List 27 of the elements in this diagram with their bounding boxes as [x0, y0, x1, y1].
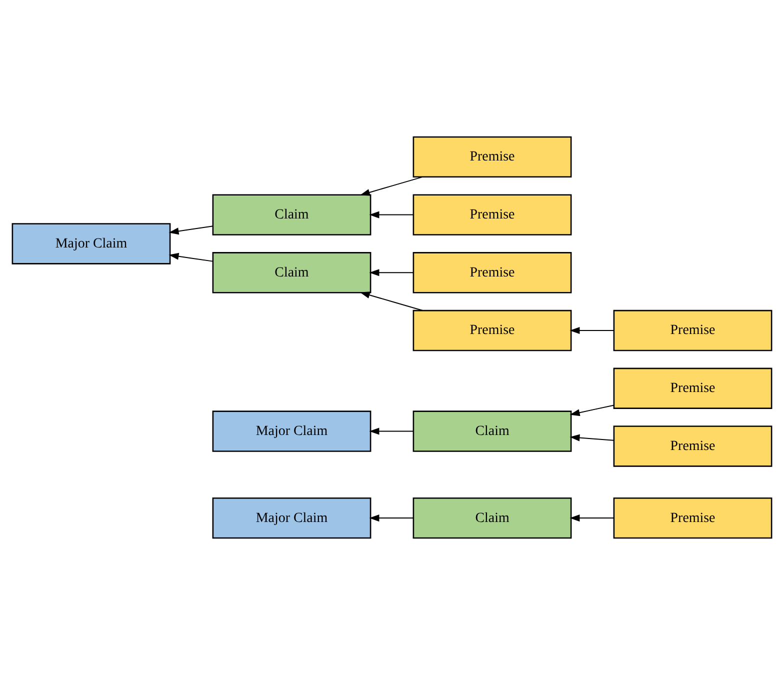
- arrow: [168, 252, 214, 262]
- node-box: Premise: [412, 136, 572, 178]
- node-box: Major Claim: [212, 497, 372, 539]
- arrow: [570, 327, 614, 334]
- node-box: Claim: [412, 410, 572, 452]
- arrow: [360, 292, 424, 312]
- arrow: [168, 226, 214, 235]
- arrow: [369, 211, 414, 218]
- node-box: Premise: [613, 497, 772, 539]
- arrow: [570, 404, 614, 416]
- arrow: [360, 176, 424, 196]
- node-box: Premise: [412, 310, 572, 352]
- node-box: Premise: [412, 252, 572, 294]
- node-box: Premise: [613, 426, 772, 467]
- node-box: Major Claim: [212, 410, 372, 452]
- arrow: [369, 514, 414, 522]
- node-box: Claim: [212, 194, 372, 236]
- node-box: Major Claim: [12, 223, 171, 264]
- node-box: Premise: [613, 368, 772, 409]
- arrow: [570, 434, 614, 442]
- node-box: Premise: [613, 310, 772, 352]
- arrow: [369, 269, 414, 276]
- arrow: [369, 428, 414, 435]
- node-box: Premise: [412, 194, 572, 236]
- node-box: Claim: [412, 497, 572, 539]
- node-box: Claim: [212, 252, 372, 294]
- arrow: [570, 514, 614, 522]
